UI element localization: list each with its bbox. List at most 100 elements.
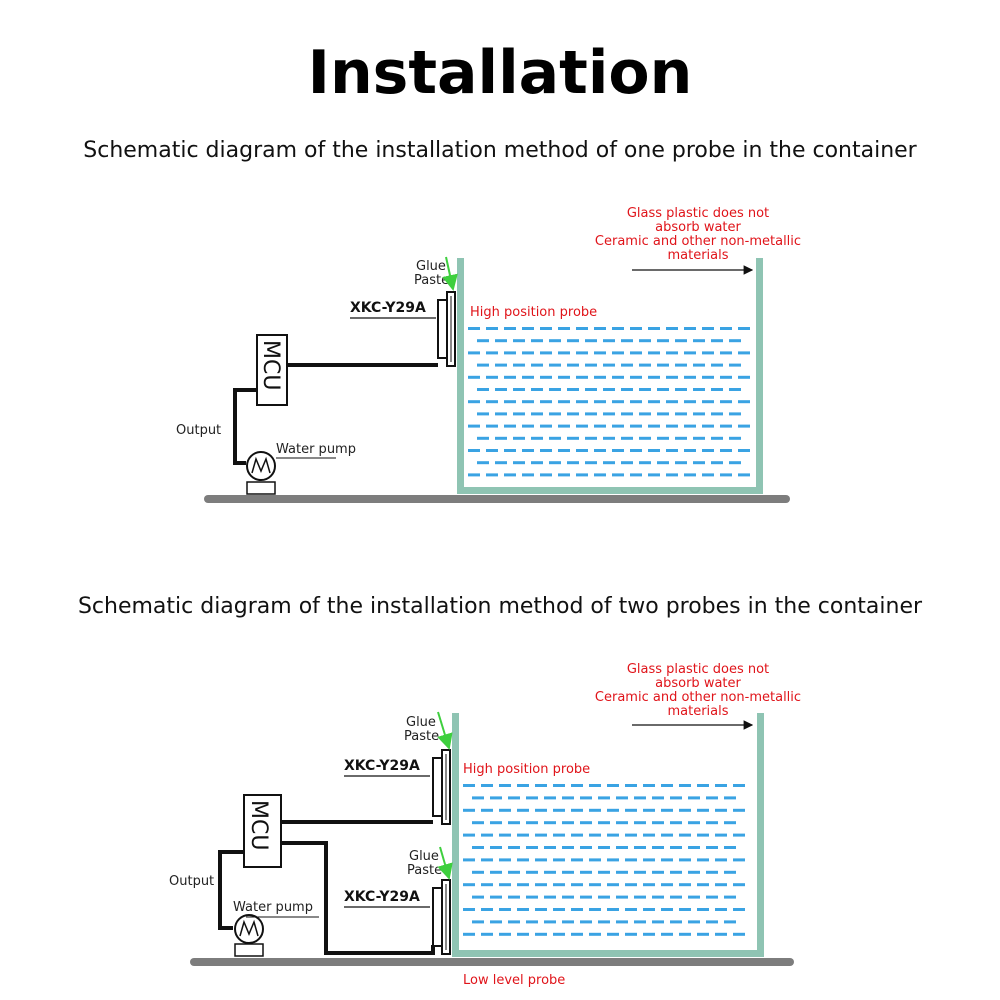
- water-dash: [684, 473, 696, 477]
- water-dash: [585, 412, 597, 416]
- water-dash: [589, 808, 601, 812]
- water-dash: [733, 833, 745, 837]
- water-dash: [499, 908, 511, 911]
- water-dash: [603, 339, 615, 343]
- water-dash: [688, 796, 700, 800]
- water-dash: [540, 424, 552, 428]
- sensor-label-low: XKC-Y29A: [344, 889, 420, 905]
- water-dash: [652, 796, 664, 800]
- water-dash: [463, 833, 475, 837]
- glue-arrow: [442, 256, 458, 291]
- water-dash: [486, 424, 498, 428]
- water-dash: [567, 412, 579, 416]
- water-dash: [612, 449, 624, 452]
- glue-arrow-high: [437, 711, 453, 750]
- ground-line: [190, 958, 794, 966]
- container: [457, 258, 763, 494]
- water-dash: [607, 833, 619, 837]
- water-dash: [567, 363, 579, 367]
- water-dash: [486, 327, 498, 330]
- water-dash: [697, 833, 709, 837]
- water-dash: [630, 351, 642, 355]
- water-dash: [733, 784, 745, 787]
- water-dash: [738, 375, 750, 379]
- water-dash: [486, 473, 498, 477]
- water-dash: [697, 908, 709, 911]
- water-dash: [679, 883, 691, 887]
- water-dash: [508, 870, 520, 874]
- water-dash: [490, 846, 502, 849]
- water-dash: [463, 908, 475, 911]
- water-dash: [684, 351, 696, 355]
- water-dash: [711, 412, 723, 416]
- water-dash: [535, 932, 547, 936]
- water-dash: [504, 375, 516, 379]
- water-dash: [634, 821, 646, 825]
- water-dash: [670, 895, 682, 899]
- water-dash: [603, 436, 615, 440]
- water-dash: [738, 351, 750, 355]
- water-dash: [675, 363, 687, 367]
- water-dash: [693, 363, 705, 367]
- water-dash: [720, 327, 732, 330]
- water-dash: [585, 388, 597, 391]
- water-dash: [576, 449, 588, 452]
- water-dash: [706, 895, 718, 899]
- water-dash: [652, 821, 664, 825]
- water-dash: [675, 436, 687, 440]
- water-dash: [625, 883, 637, 887]
- water-dash: [495, 363, 507, 367]
- water-dash: [621, 363, 633, 367]
- water-dash: [652, 920, 664, 924]
- water-dash: [643, 908, 655, 911]
- water-dash: [522, 473, 534, 477]
- water-dash: [711, 339, 723, 343]
- sensor-probe-low: [432, 879, 451, 955]
- water-dash: [666, 424, 678, 428]
- water-dash: [706, 796, 718, 800]
- water-dash: [571, 908, 583, 911]
- water-dash: [513, 436, 525, 440]
- mcu-label: MCU: [246, 800, 271, 850]
- water-dash: [549, 436, 561, 440]
- water-dash: [549, 461, 561, 465]
- water-dash: [688, 846, 700, 849]
- water-dash: [702, 473, 714, 477]
- diagram-1: Glass plastic does not absorb water Cera…: [176, 206, 801, 503]
- water-dash: [697, 808, 709, 812]
- water-dash: [715, 908, 727, 911]
- water-dash: [508, 821, 520, 825]
- water-dash: [553, 808, 565, 812]
- container-material-note: Glass plastic does not absorb water Cera…: [595, 206, 801, 275]
- water-dash: [603, 363, 615, 367]
- water-dash: [558, 327, 570, 330]
- container-material-note: Glass plastic does not absorb water Cera…: [595, 662, 801, 730]
- water-dash: [517, 858, 529, 862]
- water-dash: [598, 920, 610, 924]
- water-dash: [684, 424, 696, 428]
- water-dash: [562, 920, 574, 924]
- water-dash: [693, 436, 705, 440]
- water-dash: [598, 870, 610, 874]
- water-dash: [558, 424, 570, 428]
- water-dash: [535, 808, 547, 812]
- water-dash: [652, 846, 664, 849]
- water-dash: [607, 908, 619, 911]
- water-dash: [580, 895, 592, 899]
- glue-label-line-2: Paste: [404, 729, 439, 744]
- water-dash: [513, 461, 525, 465]
- water-dash: [517, 908, 529, 911]
- water-dash: [526, 920, 538, 924]
- water-dash: [594, 327, 606, 330]
- water-dash: [526, 821, 538, 825]
- water-pump: [246, 451, 276, 495]
- water-dash: [648, 351, 660, 355]
- water-dash: [612, 327, 624, 330]
- water-dash: [472, 870, 484, 874]
- water-dash: [477, 388, 489, 391]
- water-dash: [535, 858, 547, 862]
- glue-label-line-2-low: Paste: [407, 863, 442, 878]
- water-dash: [540, 473, 552, 477]
- water-dash: [675, 461, 687, 465]
- water-dash: [517, 808, 529, 812]
